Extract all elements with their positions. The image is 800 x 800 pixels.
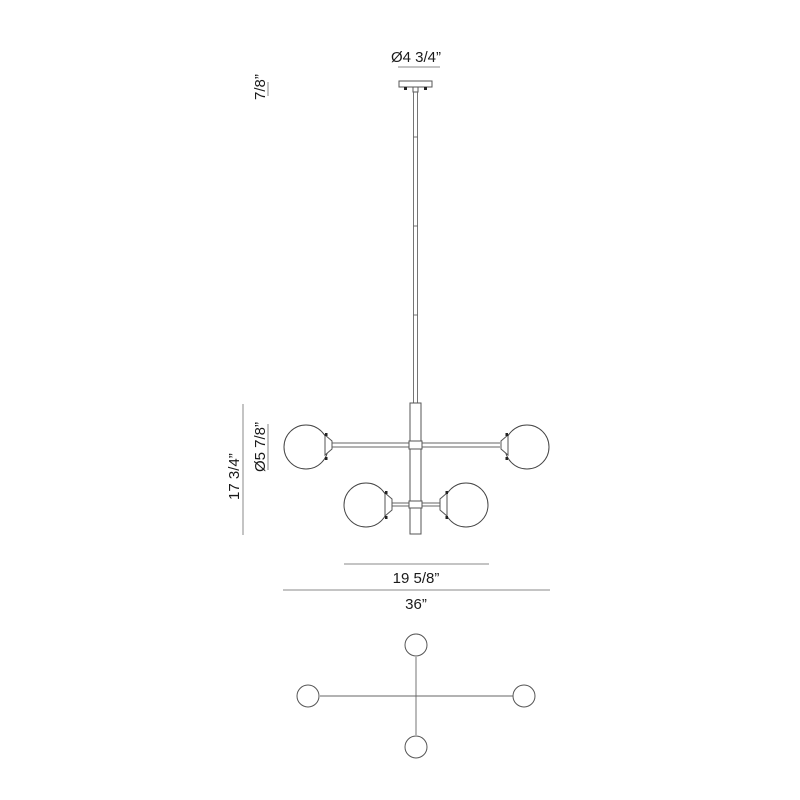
globe-fitter xyxy=(500,433,509,457)
upper-arm-collar xyxy=(408,440,423,450)
plan-globe-right xyxy=(512,684,536,708)
globe-fitter xyxy=(439,491,448,518)
plan-globe-left xyxy=(296,684,320,708)
plan-globe-top xyxy=(404,633,428,657)
canopy-collar xyxy=(412,86,419,93)
plan-globe-bottom xyxy=(404,735,428,759)
globe-lower-right xyxy=(439,482,489,528)
canopy-screw-left xyxy=(404,87,407,90)
globe-lower-left xyxy=(343,482,393,528)
fixture-height-label: 17 3/4” xyxy=(226,453,243,500)
canopy-screw-right xyxy=(424,87,427,90)
globe-fitter xyxy=(324,433,333,457)
inner-width-dimension: 19 5/8” xyxy=(344,563,489,587)
canopy-plate xyxy=(398,80,433,88)
stem-rod xyxy=(413,92,418,404)
plan-view xyxy=(296,633,536,759)
body-column xyxy=(409,402,422,535)
globe-diameter-label: Ø5 7/8” xyxy=(252,422,269,472)
elevation-view xyxy=(283,80,550,535)
globe-fitter xyxy=(384,491,393,518)
lower-arm xyxy=(392,500,440,509)
globe-diameter-dimension: Ø5 7/8” xyxy=(252,422,269,472)
canopy-height-label: 7/8” xyxy=(252,74,269,100)
overall-width-dimension: 36” xyxy=(283,589,550,613)
lower-arm-collar xyxy=(408,500,423,509)
inner-width-label: 19 5/8” xyxy=(393,570,440,587)
overall-width-label: 36” xyxy=(405,596,427,613)
canopy-diameter-dimension: Ø4 3/4” xyxy=(391,49,441,68)
globe-upper-right xyxy=(500,424,550,470)
canopy-height-dimension: 7/8” xyxy=(252,74,269,100)
canopy-diameter-label: Ø4 3/4” xyxy=(391,49,441,66)
fixture-height-dimension: 17 3/4” xyxy=(226,404,244,535)
canopy xyxy=(398,80,433,93)
globe-upper-left xyxy=(283,424,333,470)
upper-arm xyxy=(332,440,500,450)
